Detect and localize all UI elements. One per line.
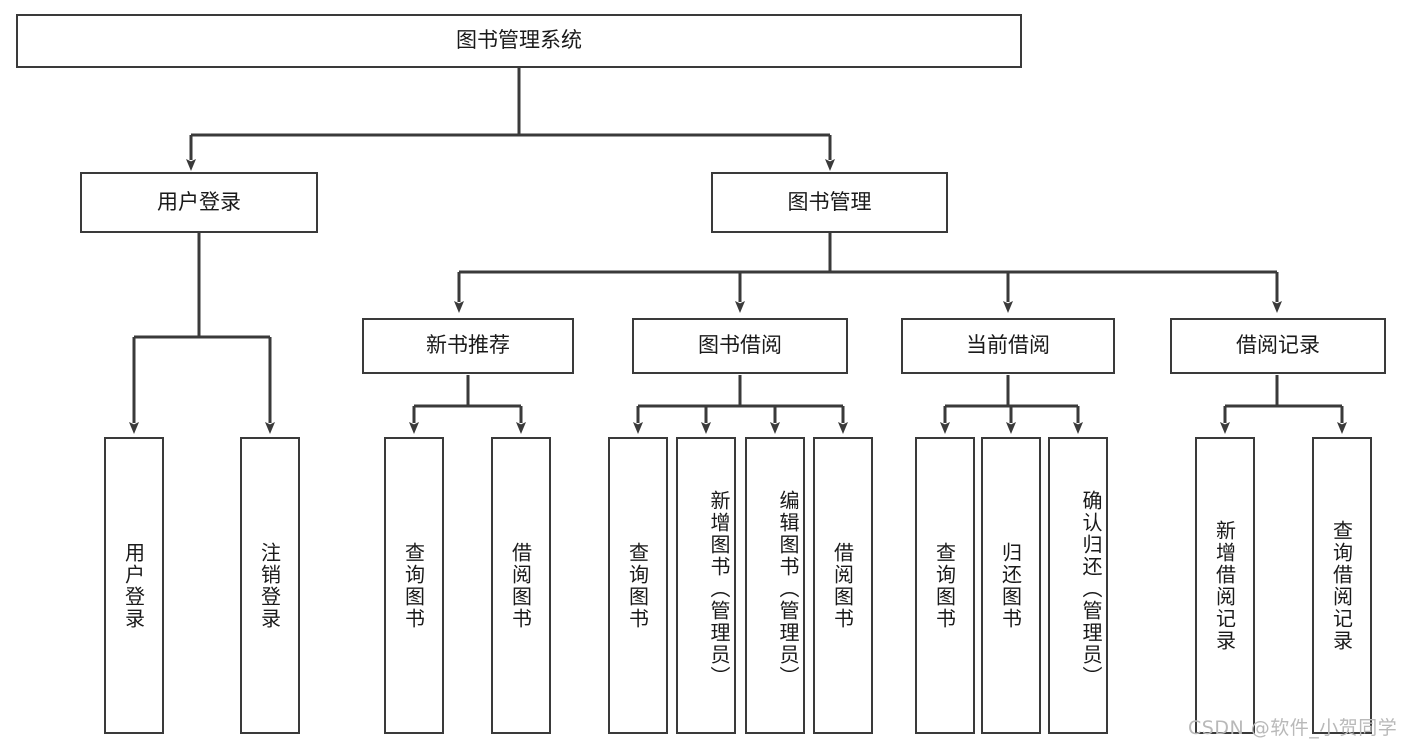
leaf-edit-book-label: 编辑图书（管理员） [776, 489, 800, 688]
node-borrow-record[interactable]: 借阅记录 [1170, 318, 1386, 374]
leaf-add-book[interactable]: 新增图书（管理员） [676, 437, 736, 734]
node-book-manage[interactable]: 图书管理 [711, 172, 948, 233]
leaf-confirm-return-label: 确认归还（管理员） [1079, 489, 1103, 688]
leaf-query-book-3-label: 查询图书 [932, 541, 957, 630]
node-new-book-recommend[interactable]: 新书推荐 [362, 318, 574, 374]
node-borrow-record-label: 借阅记录 [1236, 333, 1320, 358]
leaf-borrow-book-2-label: 借阅图书 [830, 541, 855, 630]
leaf-user-login[interactable]: 用户登录 [104, 437, 164, 734]
leaf-user-logout[interactable]: 注销登录 [240, 437, 300, 734]
node-new-book-recommend-label: 新书推荐 [426, 333, 510, 358]
leaf-add-book-label: 新增图书（管理员） [707, 489, 731, 688]
node-root[interactable]: 图书管理系统 [16, 14, 1022, 68]
leaf-query-book-1[interactable]: 查询图书 [384, 437, 444, 734]
node-current-borrow[interactable]: 当前借阅 [901, 318, 1115, 374]
node-book-borrow-label: 图书借阅 [698, 333, 782, 358]
leaf-query-book-1-label: 查询图书 [401, 541, 426, 630]
leaf-borrow-book-1[interactable]: 借阅图书 [491, 437, 551, 734]
leaf-borrow-book-2[interactable]: 借阅图书 [813, 437, 873, 734]
leaf-query-book-2-label: 查询图书 [625, 541, 650, 630]
leaf-user-login-label: 用户登录 [121, 541, 146, 630]
leaf-add-record-label: 新增借阅记录 [1212, 519, 1237, 652]
leaf-user-logout-label: 注销登录 [257, 541, 282, 630]
node-book-manage-label: 图书管理 [787, 189, 872, 214]
leaf-query-record-label: 查询借阅记录 [1329, 519, 1354, 652]
leaf-edit-book[interactable]: 编辑图书（管理员） [745, 437, 805, 734]
watermark: CSDN @软件_小贺同学 [1188, 717, 1398, 739]
leaf-query-record[interactable]: 查询借阅记录 [1312, 437, 1372, 734]
node-root-label: 图书管理系统 [456, 28, 582, 53]
leaf-borrow-book-1-label: 借阅图书 [508, 541, 533, 630]
node-current-borrow-label: 当前借阅 [966, 333, 1050, 358]
leaf-confirm-return[interactable]: 确认归还（管理员） [1048, 437, 1108, 734]
leaf-return-book[interactable]: 归还图书 [981, 437, 1041, 734]
node-book-borrow[interactable]: 图书借阅 [632, 318, 848, 374]
leaf-add-record[interactable]: 新增借阅记录 [1195, 437, 1255, 734]
node-user-login[interactable]: 用户登录 [80, 172, 318, 233]
leaf-query-book-3[interactable]: 查询图书 [915, 437, 975, 734]
node-user-login-label: 用户登录 [157, 189, 241, 214]
leaf-return-book-label: 归还图书 [998, 541, 1023, 630]
leaf-query-book-2[interactable]: 查询图书 [608, 437, 668, 734]
